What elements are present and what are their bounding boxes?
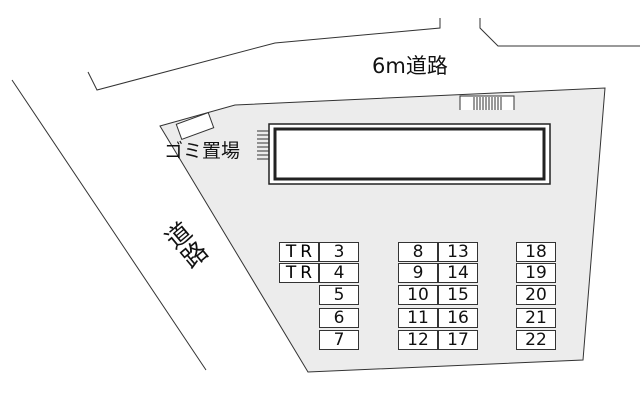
top-road-label: 6m道路 [372, 54, 448, 78]
parking-lot: 15 [438, 285, 478, 305]
parking-lot: 10 [398, 285, 438, 305]
garbage-area [175, 112, 215, 140]
parking-lot: 14 [438, 263, 478, 283]
parking-lot: 19 [516, 263, 556, 283]
parking-lot: 21 [516, 308, 556, 328]
parking-lot: 12 [398, 330, 438, 350]
parking-lot: 9 [398, 263, 438, 283]
building-inner [273, 127, 546, 181]
parking-lot: 6 [319, 308, 359, 328]
top-stairs-outline [459, 95, 515, 110]
left-stairs [257, 130, 269, 160]
parking-lot: 22 [516, 330, 556, 350]
parking-lot: 11 [398, 308, 438, 328]
parking-lot: 17 [438, 330, 478, 350]
top-stairs [473, 97, 502, 110]
top-road-edge-left [87, 18, 441, 91]
parking-lot: 16 [438, 308, 478, 328]
parking-lot: 18 [516, 242, 556, 262]
top-road-edge-right [479, 18, 640, 47]
garbage-label: ゴミ置場 [164, 140, 241, 162]
parking-lot: 8 [398, 242, 438, 262]
parking-lot: 5 [319, 285, 359, 305]
parking-lot-tr: TR [279, 263, 319, 283]
parking-lot: 4 [319, 263, 359, 283]
parking-lot: 20 [516, 285, 556, 305]
left-road-edge-outer [11, 79, 207, 371]
parking-lot: 3 [319, 242, 359, 262]
parking-lot-tr: TR [279, 242, 319, 262]
parking-lot: 13 [438, 242, 478, 262]
parking-lot: 7 [319, 330, 359, 350]
